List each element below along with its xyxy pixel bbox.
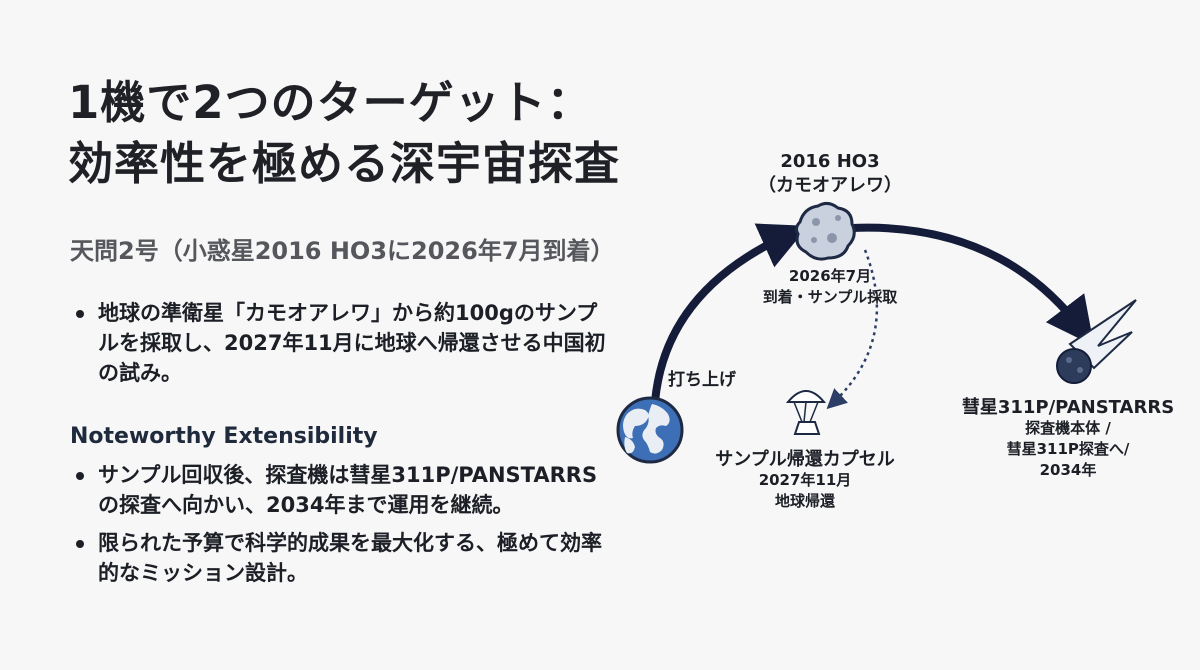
arrival-action: 到着・サンプル採取 (762, 288, 898, 306)
arrival-label: 2026年7月 到着・サンプル採取 (740, 266, 920, 308)
launch-trajectory-arrow (651, 223, 809, 406)
parachute-capsule-icon (785, 390, 827, 435)
mission-subtitle: 天問2号（小惑星2016 HO3に2026年7月到着） (70, 237, 615, 265)
return-trajectory-dotted-arrow (826, 249, 879, 410)
page-title: 1機で2つのターゲット： 効率性を極める深宇宙探査 (68, 72, 620, 194)
asteroid-icon (794, 201, 856, 261)
capsule-date: 2027年11月 (758, 471, 852, 489)
comet-name: 彗星311P/PANSTARRS (961, 397, 1175, 418)
capsule-label: サンプル帰還カプセル 2027年11月 地球帰還 (700, 449, 910, 512)
title-line-2: 効率性を極める深宇宙探査 (68, 137, 621, 190)
capsule-title: サンプル帰還カプセル (715, 449, 895, 470)
comet-trajectory-arrow (848, 223, 1095, 346)
capsule-action: 地球帰還 (774, 492, 835, 510)
arrival-date: 2026年7月 (788, 267, 872, 285)
comet-line-4: 2034年 (1039, 461, 1097, 479)
list-item: サンプル回収後、探査機は彗星311P/PANSTARRSの探査へ向かい、2034… (74, 460, 614, 520)
extensibility-bullet-list: サンプル回収後、探査機は彗星311P/PANSTARRSの探査へ向かい、2034… (74, 460, 614, 588)
asteroid-name: 2016 HO3 (780, 151, 880, 172)
comet-icon (1056, 299, 1137, 384)
main-bullet-list: 地球の準衛星「カモオアレワ」から約100gのサンプルを採取し、2027年11月に… (74, 298, 614, 388)
section-heading: Noteworthy Extensibility (70, 424, 378, 449)
comet-line-3: 彗星311P探査へ/ (1006, 440, 1130, 458)
asteroid-alias: （カモオアレワ） (758, 175, 902, 196)
launch-label: 打ち上げ (668, 370, 736, 390)
comet-label: 彗星311P/PANSTARRS 探査機本体 / 彗星311P探査へ/ 2034… (958, 397, 1178, 481)
list-item: 限られた予算で科学的成果を最大化する、極めて効率的なミッション設計。 (74, 528, 614, 588)
list-item: 地球の準衛星「カモオアレワ」から約100gのサンプルを採取し、2027年11月に… (74, 298, 614, 388)
earth-icon (616, 396, 684, 464)
asteroid-target-label: 2016 HO3 （カモオアレワ） (740, 150, 920, 198)
comet-line-2: 探査機本体 / (1025, 419, 1111, 437)
title-line-1: 1機で2つのターゲット： (68, 76, 593, 129)
